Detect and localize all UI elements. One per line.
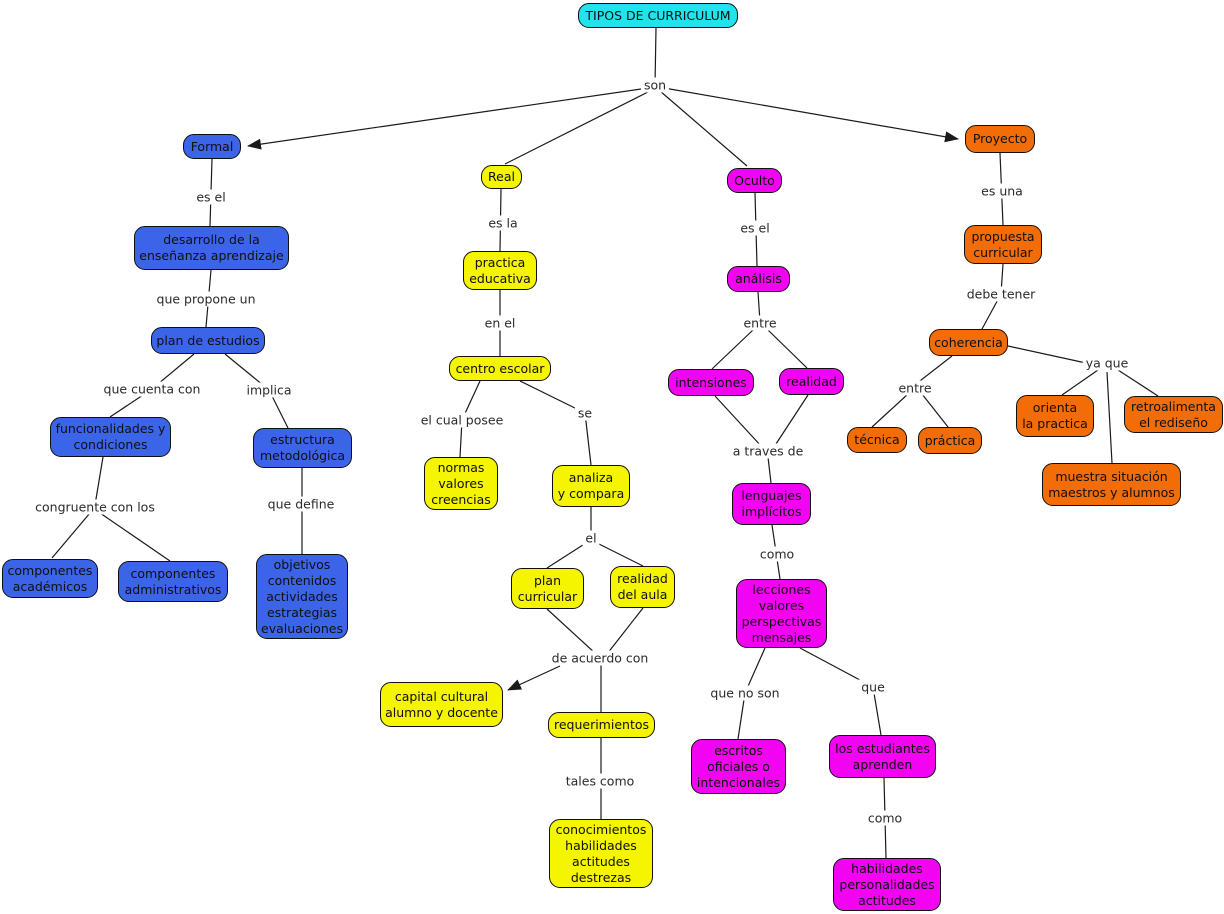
edge-line [767,329,808,369]
node-lecciones-valores: lecciones valores perspectivas mensajes [736,579,827,648]
edge-label-como-1: como [756,546,798,562]
edge-label-congruente-con-los: congruente con los [32,499,158,515]
node-estructura-metodologica: estructura metodológica [253,428,352,468]
edge-label-se: se [574,405,596,421]
edge-label-entre-oculto: entre [740,315,780,331]
node-desarrollo-ensenanza: desarrollo de la enseñanza aprendizaje [134,226,289,270]
edge-label-de-acuerdo-con: de acuerdo con [548,650,652,666]
edge-line [606,607,644,655]
edge-line [921,393,949,428]
node-normas-valores-creencias: normas valores creencias [424,457,498,510]
node-muestra-situacion: muestra situación maestros y alumnos [1042,463,1181,506]
node-objetivos-contenidos: objetivos contenidos actividades estrate… [256,554,348,639]
edge-label-a-traves-de: a traves de [729,443,807,459]
edge-line [546,608,597,655]
node-oculto: Oculto [727,168,782,193]
edge-line [659,90,748,167]
edge-line [596,542,644,567]
edge-line [504,90,651,165]
edge-line [507,665,561,691]
node-escritos-oficiales: escritos oficiales o intencionales [691,739,786,794]
node-capital-cultural: capital cultural alumno y docente [380,682,503,727]
node-estudiantes-aprenden: los estudiantes aprenden [829,735,936,778]
edge-label-que-propone-un: que propone un [153,291,259,307]
edge-label-que-no-son: que no son [707,685,783,701]
edge-line [654,27,657,87]
node-real: Real [481,165,522,189]
edge-label-como-2: como [864,810,906,826]
node-practica: práctica [918,427,982,454]
edge-label-entre-proyecto: entre [895,380,935,396]
node-retroalimenta-rediseno: retroalimenta el rediseño [1124,396,1223,433]
node-componentes-academicos: componentes académicos [2,559,98,598]
node-coherencia: coherencia [929,329,1008,356]
edge-label-que: que [858,679,888,695]
edge-line [714,395,763,448]
node-lenguajes-implicitos: lenguajes implícitos [732,483,811,525]
edge-label-es-la: es la [485,215,521,231]
edge-line [546,542,587,569]
edge-line [94,456,104,506]
edge-line [915,355,953,385]
node-proyecto: Proyecto [965,125,1035,153]
edge-line [519,380,592,466]
node-funcionalidades-condiciones: funcionalidades y condiciones [50,417,171,457]
node-analisis: análisis [727,266,790,292]
node-plan-curricular: plan curricular [511,568,584,609]
node-tecnica: técnica [847,427,907,453]
edge-line [1007,345,1087,364]
edge-label-ya-que: ya que [1082,355,1132,371]
node-tipos-de-curriculum: TIPOS DE CURRICULUM [578,3,738,28]
edge-line [711,329,754,370]
edge-line [99,512,171,562]
node-intensiones: intensiones [668,369,754,396]
edge-line [247,87,649,150]
edge-label-que-cuenta-con: que cuenta con [100,381,204,397]
node-realidad-del-aula: realidad del aula [610,566,675,608]
edge-line [1106,371,1113,464]
edge-label-en-el: en el [481,315,519,331]
node-propuesta-curricular: propuesta curricular [964,225,1042,264]
node-conocimientos-habilidades: conocimientos habilidades actitudes dest… [549,819,653,888]
edge-line [767,456,772,484]
node-formal: Formal [183,134,241,159]
edge-label-implica: implica [243,382,295,398]
edge-line [51,512,91,559]
edge-label-son: son [640,77,670,93]
edge-label-el-cual-posee: el cual posee [417,412,507,428]
edge-label-es-una: es una [978,183,1026,199]
edge-label-es-el-oculto: es el [737,220,773,236]
edge-label-que-define: que define [264,496,338,512]
edge-line [663,87,959,143]
node-orienta-la-practica: orienta la practica [1016,395,1094,437]
edge-label-es-el-formal: es el [193,189,229,205]
node-practica-educativa: practica educativa [463,251,537,290]
node-centro-escolar: centro escolar [449,356,551,381]
edge-line [1061,369,1099,396]
edge-line [871,393,909,428]
edge-label-debe-tener: debe tener [963,286,1039,302]
node-requerimientos: requerimientos [548,712,655,738]
node-plan-de-estudios: plan de estudios [151,327,265,354]
edge-label-tales-como: tales como [562,773,638,789]
edge-label-el: el [582,530,600,546]
node-habilidades-personalidades: habilidades personalidades actitudes [833,858,941,911]
edge-line [1117,369,1159,397]
node-componentes-administrativos: componentes administrativos [118,561,228,602]
node-analiza-y-compara: analiza y compara [552,465,630,507]
node-realidad: realidad [779,368,844,395]
edge-line [773,394,809,448]
